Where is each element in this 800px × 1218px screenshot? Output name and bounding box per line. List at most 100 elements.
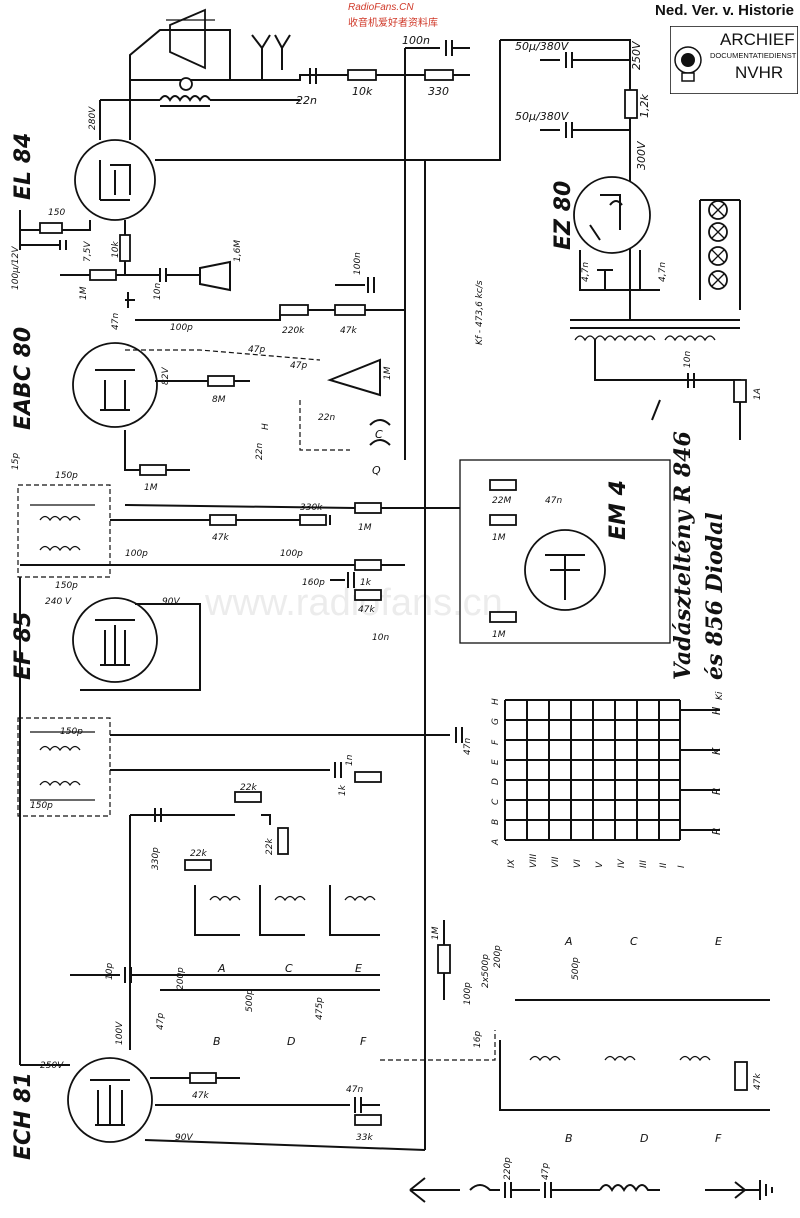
label-c200p: 200p [176,967,186,990]
resistor-8m [207,375,235,387]
matrix-col: G [491,718,501,725]
matrix-row: VII [551,856,561,868]
label-c47n-c: 47n [463,738,473,755]
rectifier-cap [597,269,613,290]
resistor-47k-b [209,514,237,526]
rf-coils-icon [499,999,770,1111]
label-sw-f2: F [715,1132,722,1145]
tone-potentiometer-icon [199,260,231,292]
label-r47k-b: 47k [212,533,229,543]
label-r1m-e: 1M [492,630,506,640]
label-sw-a: A [217,962,226,975]
tube-name-el84: EL 84 [11,133,36,200]
label-sw-b2: B [565,1132,573,1145]
label-fuse: 1A [753,388,763,400]
rectifier-wiring [579,250,660,291]
label-sw-q: Q [372,464,381,477]
label-c47p-c: 47p [541,1163,551,1180]
archive-abbreviation: NVHR [735,63,784,82]
label-v280: 280V [88,106,98,130]
organization-header: Ned. Ver. v. Historie [655,2,794,19]
label-sw-e: E [355,962,362,975]
label-sw-e2: E [715,935,722,948]
matrix-col: E [491,759,501,765]
matrix-row: VI [573,859,583,868]
label-r1m-b: 1M [144,483,158,493]
label-r1m-a: 1M [79,286,89,300]
switch-matrix-rows: IX VIII VII VI V IV III II I [507,854,687,868]
switch-matrix [504,699,720,841]
resistor-1m-c [354,502,382,514]
tube-el84-icon [74,139,156,221]
if-transformer-2 [17,484,111,578]
resistor-1m-f [437,944,451,974]
matrix-row: V [595,861,605,868]
label-c500p-b: 500p [571,957,581,980]
tube-ech81-icon [67,1057,153,1143]
label-c10p: 10p [105,963,115,980]
if-note: Kf - 473,6 kc/s [475,280,485,345]
tube-name-ef85: EF 85 [11,612,36,680]
label-sw-f: F [360,1035,367,1048]
matrix-col: B [491,819,501,825]
label-v90a: 90V [162,597,180,607]
label-r22k: 22k [240,783,257,793]
tube-eabc80-icon [72,342,158,428]
tuning-eye-feed [124,504,460,509]
label-r22k-c: 22k [265,838,275,855]
gang-link [380,1030,496,1061]
label-r1m-c: 1M [358,523,372,533]
label-c10n-b: 10n [372,633,389,643]
archive-stamp [670,26,798,94]
label-sw-a2: A [564,935,573,948]
title-note: Ki [715,691,725,700]
volume-potentiometer-icon [326,358,381,397]
label-c100n-b: 100n [353,252,363,275]
label-c16p: 16p [473,1031,483,1048]
capacitor-100n-top [405,40,470,56]
matrix-col: D [491,778,501,785]
label-r1k-b: 1k [338,784,348,796]
label-p16m: 1,6M [233,240,243,262]
resistor-47k [334,304,366,316]
capacitor-47n [125,292,135,308]
label-r22k-b: 22k [190,849,207,859]
label-r47k-e: 47k [753,1073,763,1090]
if-feed-wire [19,577,70,1066]
label-c150p-d: 150p [30,801,53,811]
label-v7-5: 7,5V [83,241,93,262]
label-p1m: 1M [383,366,393,380]
label-r47k-d: 47k [192,1091,209,1101]
label-c4-7n-a: 4,7n [581,262,591,282]
label-r220k: 220k [282,326,305,336]
antenna-coil [599,1184,660,1192]
tube-ez80-icon [573,176,651,254]
label-c475p: 475p [315,997,325,1020]
output-transformer-icon [159,77,211,107]
label-c22n-b: 22n [318,413,335,423]
label-c4-7n-b: 4,7n [658,262,668,282]
matrix-col: H [491,698,501,705]
if-coils-2-icon [30,504,95,566]
capacitor-100u [20,240,67,250]
label-v300: 300V [635,140,648,170]
capacitor-50u-a [540,52,630,68]
label-r47k: 47k [340,326,357,336]
osc-feedback [130,814,271,825]
label-r47k-c: 47k [358,605,375,615]
ech81-screen [144,1139,426,1151]
resistor-1m-d [489,514,517,526]
resistor-33k [354,1114,382,1126]
label-sw-b: B [213,1035,221,1048]
label-sw-h: H [261,423,271,430]
label-c1n: 1n [345,754,355,766]
label-r1k: 1k [360,578,372,588]
em4-box [459,459,671,644]
label-c47n: 47n [111,313,121,330]
label-c50u-a: 50µ/380V [515,40,570,53]
hv-return [425,40,501,161]
label-c100p: 100p [170,323,193,333]
label-c150p-a: 150p [55,471,78,481]
